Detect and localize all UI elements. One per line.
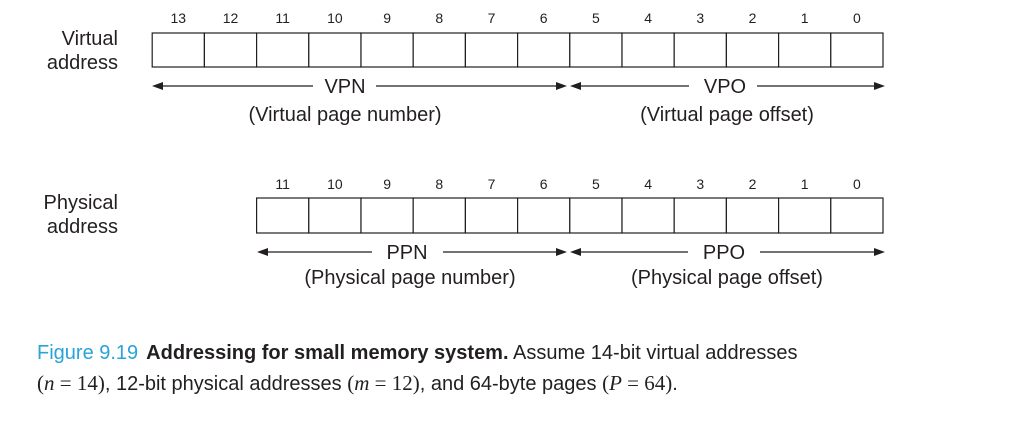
figure-title: Addressing for small memory system.	[146, 342, 509, 364]
caption-text-2: , 12-bit physical addresses	[104, 373, 348, 395]
vpo-description: (Virtual page offset)	[640, 104, 814, 126]
physical-bit-cell	[256, 197, 310, 234]
vpn-span-arrow	[152, 82, 567, 90]
math-n-var: n	[44, 371, 55, 395]
physical-bit-number: 1	[801, 176, 809, 192]
math-p-rest: = 64)	[621, 371, 673, 395]
virtual-bit-cell	[569, 32, 623, 68]
virtual-bit-cell	[725, 32, 780, 68]
virtual-bit-number: 11	[275, 10, 290, 26]
physical-bit-cell	[725, 197, 780, 234]
ppo-label: PPO	[703, 242, 745, 264]
virtual-bit-cell	[412, 32, 467, 68]
math-p-var: P	[609, 371, 622, 395]
math-n-rest: = 14)	[54, 371, 105, 395]
math-p-open: (	[602, 371, 610, 395]
virtual-bit-cell	[308, 32, 362, 68]
vpo-span-arrow	[570, 82, 885, 90]
math-m-rest: = 12)	[369, 371, 420, 395]
math-n: (n = 14)	[37, 371, 105, 395]
virtual-bit-number: 8	[435, 10, 443, 26]
math-m-var: m	[354, 371, 370, 395]
virtual-bit-cell	[360, 32, 414, 68]
physical-bit-number: 4	[644, 176, 652, 192]
physical-bit-cell	[516, 197, 571, 234]
ppn-label: PPN	[386, 242, 427, 264]
physical-bit-cell	[464, 197, 519, 234]
physical-address-label-line2: address	[47, 216, 118, 238]
physical-bit-number: 3	[696, 176, 704, 192]
virtual-bit-number: 9	[383, 10, 391, 26]
vpn-description: (Virtual page number)	[248, 104, 441, 126]
physical-bit-number: 11	[275, 176, 290, 192]
physical-bit-cell	[360, 197, 414, 234]
math-m-open: (	[347, 371, 355, 395]
physical-bit-number: 7	[488, 176, 496, 192]
virtual-bit-number: 2	[749, 10, 757, 26]
physical-bit-number: 8	[435, 176, 443, 192]
math-n-open: (	[37, 371, 44, 395]
virtual-bit-number: 7	[488, 10, 496, 26]
virtual-bit-cell	[256, 32, 310, 68]
virtual-address-register	[151, 32, 884, 68]
virtual-bit-number: 4	[644, 10, 652, 26]
virtual-bit-number: 5	[592, 10, 600, 26]
math-p: (P = 64)	[602, 371, 672, 395]
ppn-description: (Physical page number)	[304, 267, 515, 289]
vpn-label: VPN	[324, 76, 365, 98]
virtual-bit-cell	[777, 32, 832, 68]
physical-bit-number: 10	[327, 176, 343, 192]
virtual-bit-number: 13	[171, 10, 187, 26]
physical-bit-cell	[308, 197, 362, 234]
physical-bit-number: 6	[540, 176, 548, 192]
physical-bit-number: 0	[853, 176, 861, 192]
ppn-span-arrow	[257, 248, 567, 256]
caption-text-4: .	[672, 373, 678, 395]
virtual-bit-number: 6	[540, 10, 548, 26]
physical-address-label-line1: Physical	[44, 192, 118, 214]
virtual-bit-cell	[830, 32, 884, 68]
physical-bit-cell	[412, 197, 467, 234]
virtual-bit-number: 0	[853, 10, 861, 26]
physical-bit-cell	[777, 197, 832, 234]
virtual-address-label-line2: address	[47, 52, 118, 74]
virtual-bit-cell	[621, 32, 675, 68]
virtual-bit-cell	[673, 32, 728, 68]
vpo-label: VPO	[704, 76, 746, 98]
virtual-bit-number: 12	[223, 10, 239, 26]
ppo-span-arrow	[570, 248, 885, 256]
virtual-bit-cell	[203, 32, 258, 68]
virtual-bit-number: 3	[696, 10, 704, 26]
physical-bit-cell	[830, 197, 884, 234]
virtual-bit-number: 10	[327, 10, 343, 26]
caption-text-3: , and 64-byte pages	[419, 373, 603, 395]
physical-bit-cell	[673, 197, 728, 234]
physical-bit-number: 5	[592, 176, 600, 192]
physical-bit-number: 9	[383, 176, 391, 192]
caption-text-1: Assume 14-bit virtual addresses	[508, 342, 798, 364]
virtual-bit-cell	[464, 32, 519, 68]
virtual-bit-cell	[516, 32, 571, 68]
virtual-address-label-line1: Virtual	[62, 28, 118, 50]
virtual-bit-number: 1	[801, 10, 809, 26]
figure-caption: Figure 9.19 Addressing for small memory s…	[37, 338, 997, 399]
figure-number: Figure 9.19	[37, 342, 139, 364]
physical-bit-cell	[569, 197, 623, 234]
physical-bit-number: 2	[749, 176, 757, 192]
math-m: (m = 12)	[347, 371, 420, 395]
physical-address-register	[256, 197, 884, 234]
ppo-description: (Physical page offset)	[631, 267, 823, 289]
physical-bit-cell	[621, 197, 675, 234]
virtual-bit-cell	[151, 32, 205, 68]
